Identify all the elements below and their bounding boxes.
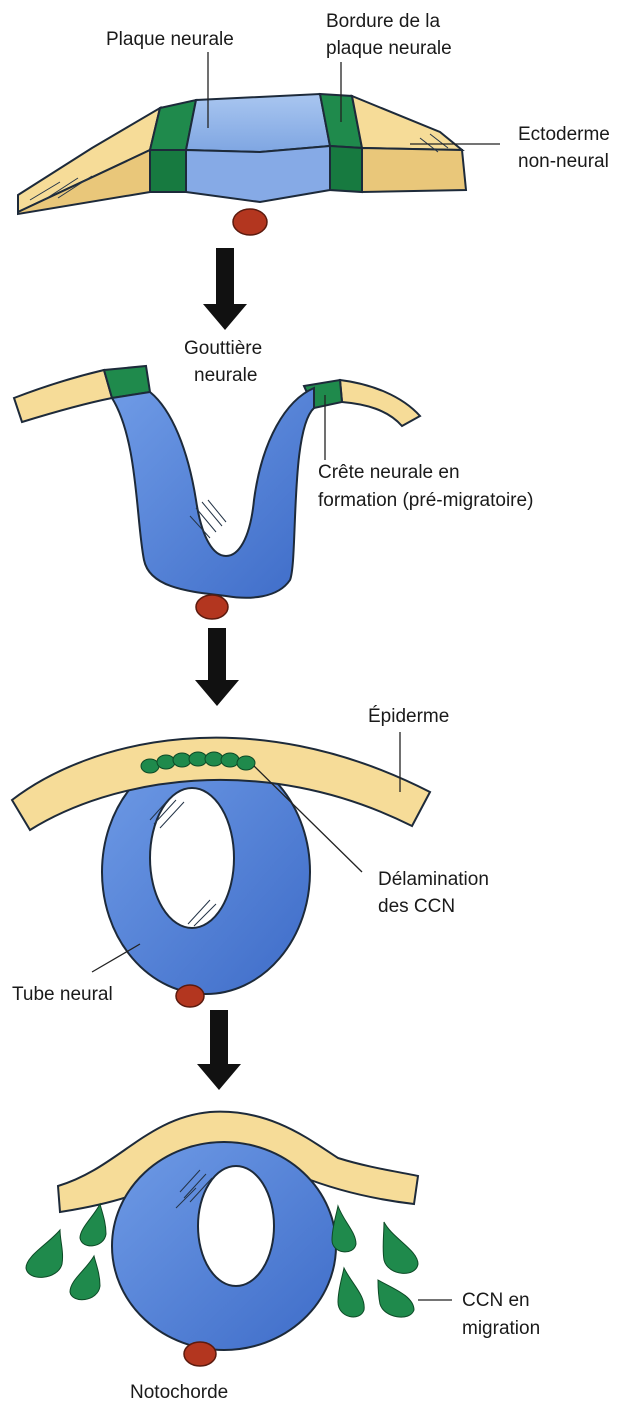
label-crest-forming-2: formation (pré-migratoire) (318, 490, 533, 511)
label-neural-plate: Plaque neurale (106, 29, 234, 50)
label-notochord: Notochorde (130, 1382, 228, 1403)
neural-tube-lumen-4 (198, 1166, 274, 1286)
label-crest-forming: Crête neurale en (318, 462, 460, 483)
label-epidermis: Épiderme (368, 706, 449, 727)
ectoderm-right (352, 96, 462, 150)
label-tube: Tube neural (12, 984, 113, 1005)
label-migration: CCN en (462, 1290, 530, 1311)
ectoderm-groove-right (340, 380, 420, 426)
neural-tube-lumen-3 (150, 788, 234, 928)
stage-neural-groove: Gouttière neurale Crête neurale en forma… (14, 338, 533, 619)
label-delamination: Délamination (378, 869, 489, 890)
stage-neural-plate: Plaque neurale Bordure de la plaque neur… (18, 11, 610, 235)
label-plate-border: Bordure de la (326, 11, 441, 32)
arrow-3 (197, 1010, 241, 1090)
stage-delamination: Épiderme Délamination des CCN Tube neura… (12, 706, 489, 1007)
notochord-2 (196, 595, 228, 619)
arrow-2 (195, 628, 239, 706)
label-delamination-2: des CCN (378, 896, 455, 917)
label-plate-border-2: plaque neurale (326, 38, 452, 59)
label-migration-2: migration (462, 1318, 540, 1339)
arrow-1 (203, 248, 247, 330)
ectoderm-groove-left (14, 370, 112, 422)
label-ectoderm-2: non-neural (518, 151, 609, 172)
notochord-1 (233, 209, 267, 235)
stage-migration: CCN en migration Notochorde (26, 1112, 540, 1403)
notochord-3 (176, 985, 204, 1007)
notochord-4 (184, 1342, 216, 1366)
neural-groove (112, 388, 314, 598)
label-groove: Gouttière (184, 338, 262, 359)
label-ectoderm: Ectoderme (518, 124, 610, 145)
label-groove-2: neurale (194, 365, 257, 386)
